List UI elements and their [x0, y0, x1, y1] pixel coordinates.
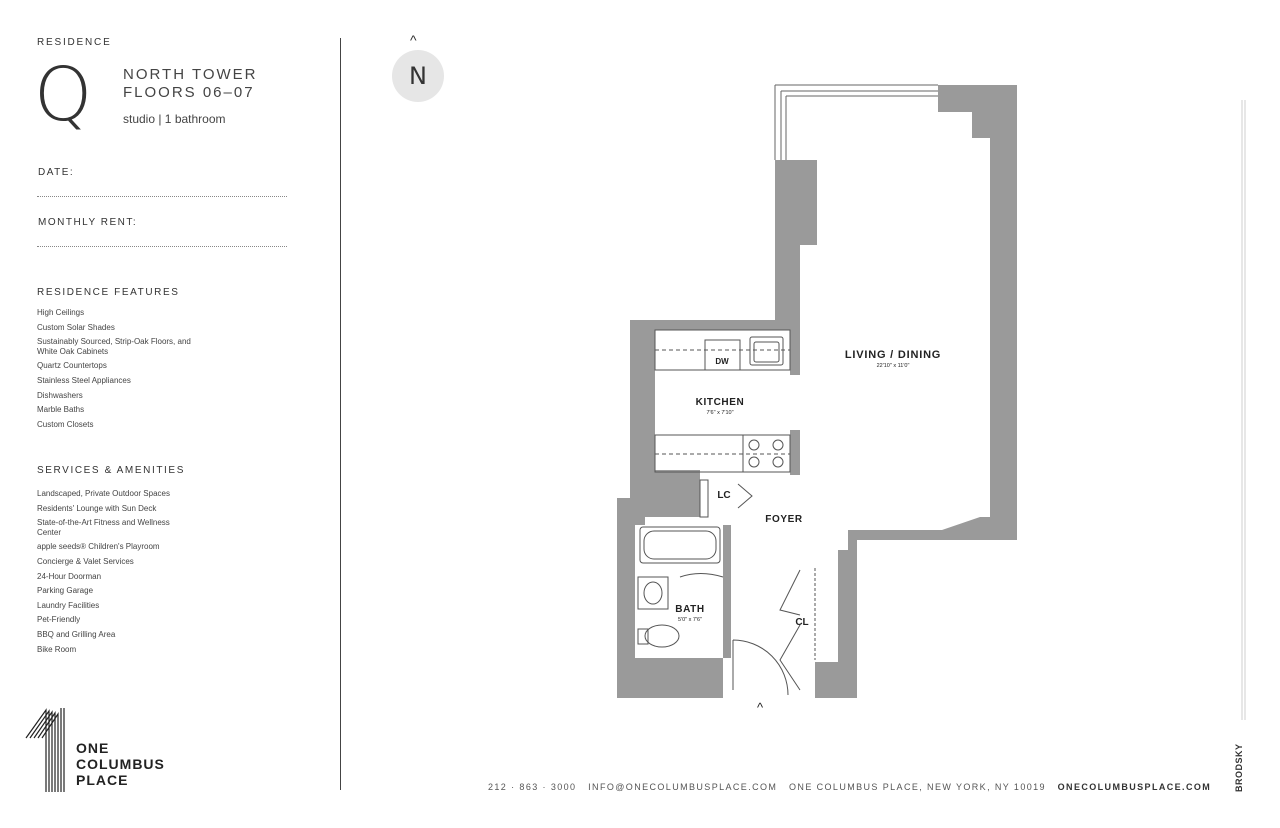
living-dining-dimensions: 22'10" x 11'0" — [877, 363, 910, 369]
logo-line-1: ONE — [76, 740, 110, 756]
north-compass: N — [392, 50, 444, 102]
wall-bath — [617, 498, 723, 698]
list-item: Quartz Countertops — [37, 361, 107, 371]
list-item: Dishwashers — [37, 390, 83, 400]
floors-label: FLOORS 06–07 — [123, 84, 255, 101]
list-item: apple seeds® Children's Playroom — [37, 542, 160, 552]
living-dining-label: LIVING / DINING — [845, 349, 941, 361]
wall-kitchen-right — [790, 430, 800, 475]
bathtub-icon — [639, 526, 721, 564]
unit-type: studio | 1 bathroom — [123, 112, 226, 126]
info-sidebar: RESIDENCE Q NORTH TOWER FLOORS 06–07 stu… — [0, 0, 340, 828]
wall-kitchen — [630, 320, 795, 517]
disclaimer-fine-print — [1241, 100, 1246, 720]
wall-bath-right — [723, 525, 731, 658]
closet-doors — [779, 569, 801, 691]
date-line — [37, 196, 287, 197]
footer-address: ONE COLUMBUS PLACE, NEW YORK, NY 10019 — [789, 782, 1046, 792]
bath-dimensions: 5'0" x 7'6" — [678, 617, 702, 623]
wall-east — [838, 85, 1017, 560]
list-item: Parking Garage — [37, 586, 94, 596]
logo-line-3: PLACE — [76, 772, 129, 789]
floor-plan: LIVING / DINING 22'10" x 11'0" KITCHEN 7… — [617, 84, 1017, 715]
bath-fixtures — [637, 526, 724, 648]
vanity-icon — [637, 576, 669, 610]
dishwasher-label: DW — [715, 357, 729, 366]
linen-closet-label: LC — [717, 490, 730, 501]
list-item: Pet-Friendly — [37, 615, 81, 625]
list-item: Concierge & Valet Services — [37, 556, 134, 566]
kitchen-fixtures — [654, 329, 791, 473]
residence-letter: Q — [34, 52, 93, 138]
list-item: Marble Baths — [37, 405, 85, 415]
bath-label: BATH — [675, 604, 704, 615]
lc-door — [737, 483, 753, 509]
kitchen-dimensions: 7'6" x 7'10" — [706, 410, 733, 416]
footer-website[interactable]: ONECOLUMBUSPLACE.COM — [1057, 782, 1212, 792]
dishwasher — [704, 339, 741, 371]
north-caret-icon: ^ — [410, 32, 417, 48]
list-item: Custom Solar Shades — [37, 322, 115, 332]
footer-contact: 212 · 863 · 3000 INFO@ONECOLUMBUSPLACE.C… — [488, 782, 1211, 792]
date-label: DATE: — [38, 167, 75, 178]
brodsky-text: BRODSKY — [1234, 743, 1244, 792]
tower-name: NORTH TOWER — [123, 66, 258, 83]
features-list: High Ceilings Custom Solar Shades Sustai… — [37, 308, 192, 434]
list-item: State-of-the-Art Fitness and Wellness Ce… — [37, 518, 170, 537]
kitchen-label: KITCHEN — [696, 397, 745, 408]
walls — [617, 85, 1017, 698]
brand-logo-text: ONE COLUMBUS PLACE — [76, 740, 165, 788]
brodsky-logo: BRODSKY — [1232, 742, 1252, 792]
entry-door — [732, 639, 789, 696]
vertical-divider — [340, 38, 341, 790]
one-logo-icon — [25, 708, 65, 792]
doors — [699, 479, 816, 696]
list-item: Residents' Lounge with Sun Deck — [37, 503, 157, 513]
sink-icon — [749, 336, 784, 366]
monthly-rent-label: MONTHLY RENT: — [38, 217, 138, 228]
amenities-title: SERVICES & AMENITIES — [37, 465, 185, 476]
residence-label: RESIDENCE — [37, 37, 112, 48]
features-title: RESIDENCE FEATURES — [37, 287, 180, 298]
cooktop-icon — [742, 434, 791, 473]
list-item: Custom Closets — [37, 419, 94, 429]
entry-caret-icon: ^ — [757, 700, 764, 715]
list-item: Sustainably Sourced, Strip-Oak Floors, a… — [37, 337, 191, 356]
list-item: Stainless Steel Appliances — [37, 375, 131, 385]
list-item: Laundry Facilities — [37, 600, 100, 610]
rent-line — [37, 246, 287, 247]
logo-line-2: COLUMBUS — [76, 756, 165, 773]
closet-label: CL — [795, 617, 808, 628]
toilet-icon — [644, 624, 680, 648]
list-item: High Ceilings — [37, 308, 85, 317]
bay-window — [774, 84, 938, 160]
list-item: 24-Hour Doorman — [37, 571, 102, 581]
amenities-list: Landscaped, Private Outdoor Spaces Resid… — [37, 489, 192, 659]
tower-info: NORTH TOWER FLOORS 06–07 — [123, 66, 258, 102]
footer-phone: 212 · 863 · 3000 — [488, 782, 577, 792]
wall-closet — [815, 550, 857, 698]
list-item: BBQ and Grilling Area — [37, 629, 116, 639]
footer-email[interactable]: INFO@ONECOLUMBUSPLACE.COM — [588, 782, 778, 792]
list-item: Bike Room — [37, 644, 77, 654]
list-item: Landscaped, Private Outdoor Spaces — [37, 489, 170, 498]
wall-northwest — [775, 160, 817, 375]
foyer-label: FOYER — [765, 514, 803, 525]
